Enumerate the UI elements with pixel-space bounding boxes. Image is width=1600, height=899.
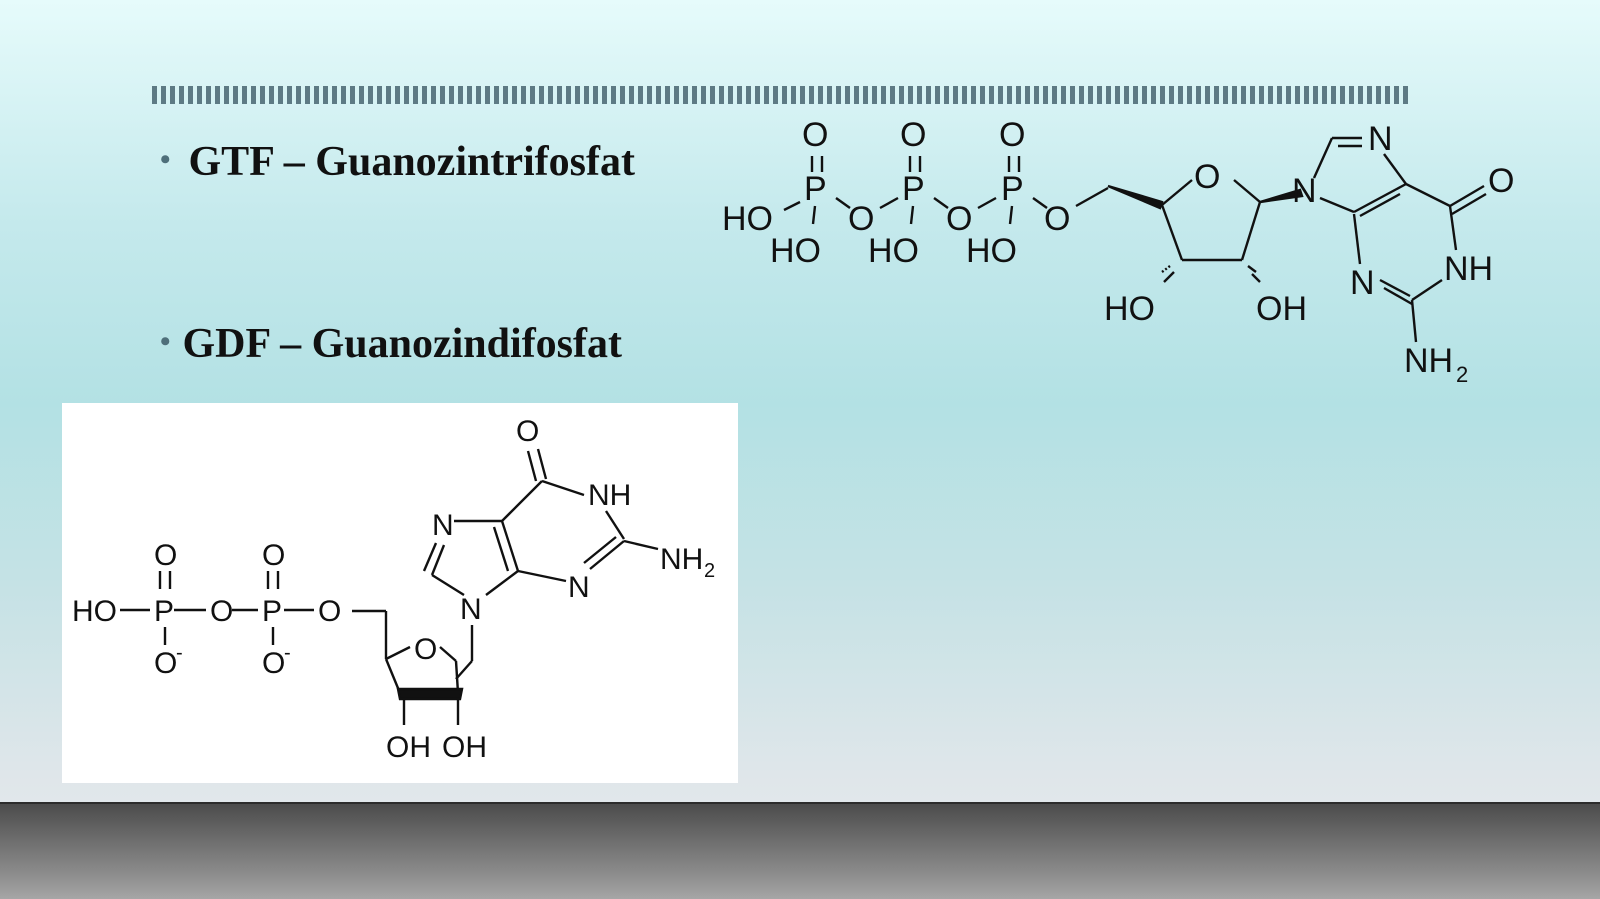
gtf-structure-diagram: O O O P P P HO O O O HO HO HO O [722, 116, 1514, 387]
atom-label: O [262, 539, 285, 572]
atom-label: HO [868, 232, 919, 270]
atom-label: OH [442, 731, 487, 764]
gdf-structure-panel: O NH NH 2 N N N O OH [62, 403, 738, 783]
atom-label: HO [722, 200, 773, 238]
bullet-gdf-text: GDF – Guanozindifosfat [182, 321, 622, 367]
atom-label: O [1044, 200, 1070, 238]
atom-label: P [804, 170, 827, 208]
atom-label: - [176, 642, 183, 664]
atom-label: - [284, 642, 291, 664]
atom-label: P [154, 595, 174, 628]
gdf-structure-diagram: O NH NH 2 N N N O OH [72, 415, 715, 764]
atom-label: NH [660, 543, 703, 576]
atom-label: O [210, 595, 233, 628]
bullet-dot-icon: • [160, 325, 171, 358]
atom-label: O [1488, 162, 1514, 200]
atom-label: N [1292, 172, 1317, 210]
floor-band [0, 802, 1600, 899]
atom-label: 2 [704, 560, 715, 582]
atom-label: NH [588, 479, 631, 512]
atom-label: O [262, 647, 285, 680]
bullet-gdf: • GDF – Guanozindifosfat [160, 320, 622, 368]
atom-label: O [516, 415, 539, 448]
bullet-dot-icon: • [160, 143, 171, 176]
atom-label: O [802, 116, 828, 154]
atom-label: P [1001, 170, 1024, 208]
bullet-gtf-text: GTF – Guanozintrifosfat [188, 139, 635, 185]
atom-label: O [946, 200, 972, 238]
decorative-stripe [152, 86, 1408, 104]
atom-label: NH [1444, 250, 1493, 288]
atom-label: P [902, 170, 925, 208]
atom-label: N [1350, 264, 1375, 302]
atom-label: O [999, 116, 1025, 154]
atom-label: HO [770, 232, 821, 270]
atom-label: O [900, 116, 926, 154]
atom-label: O [848, 200, 874, 238]
atom-label: OH [386, 731, 431, 764]
atom-label: N [1368, 120, 1393, 158]
atom-label: HO [72, 595, 117, 628]
atom-label: N [432, 509, 454, 542]
atom-label: O [154, 647, 177, 680]
atom-label: HO [1104, 290, 1155, 328]
atom-label: NH [1404, 342, 1453, 380]
atom-label: O [318, 595, 341, 628]
atom-label: O [1194, 158, 1220, 196]
atom-label: N [460, 593, 482, 626]
atom-label: 2 [1456, 362, 1468, 387]
atom-label: OH [1256, 290, 1307, 328]
bullet-gtf: • GTF – Guanozintrifosfat [160, 138, 635, 186]
atom-label: O [414, 633, 437, 666]
atom-label: O [154, 539, 177, 572]
atom-label: P [262, 595, 282, 628]
atom-label: N [568, 571, 590, 604]
atom-label: HO [966, 232, 1017, 270]
